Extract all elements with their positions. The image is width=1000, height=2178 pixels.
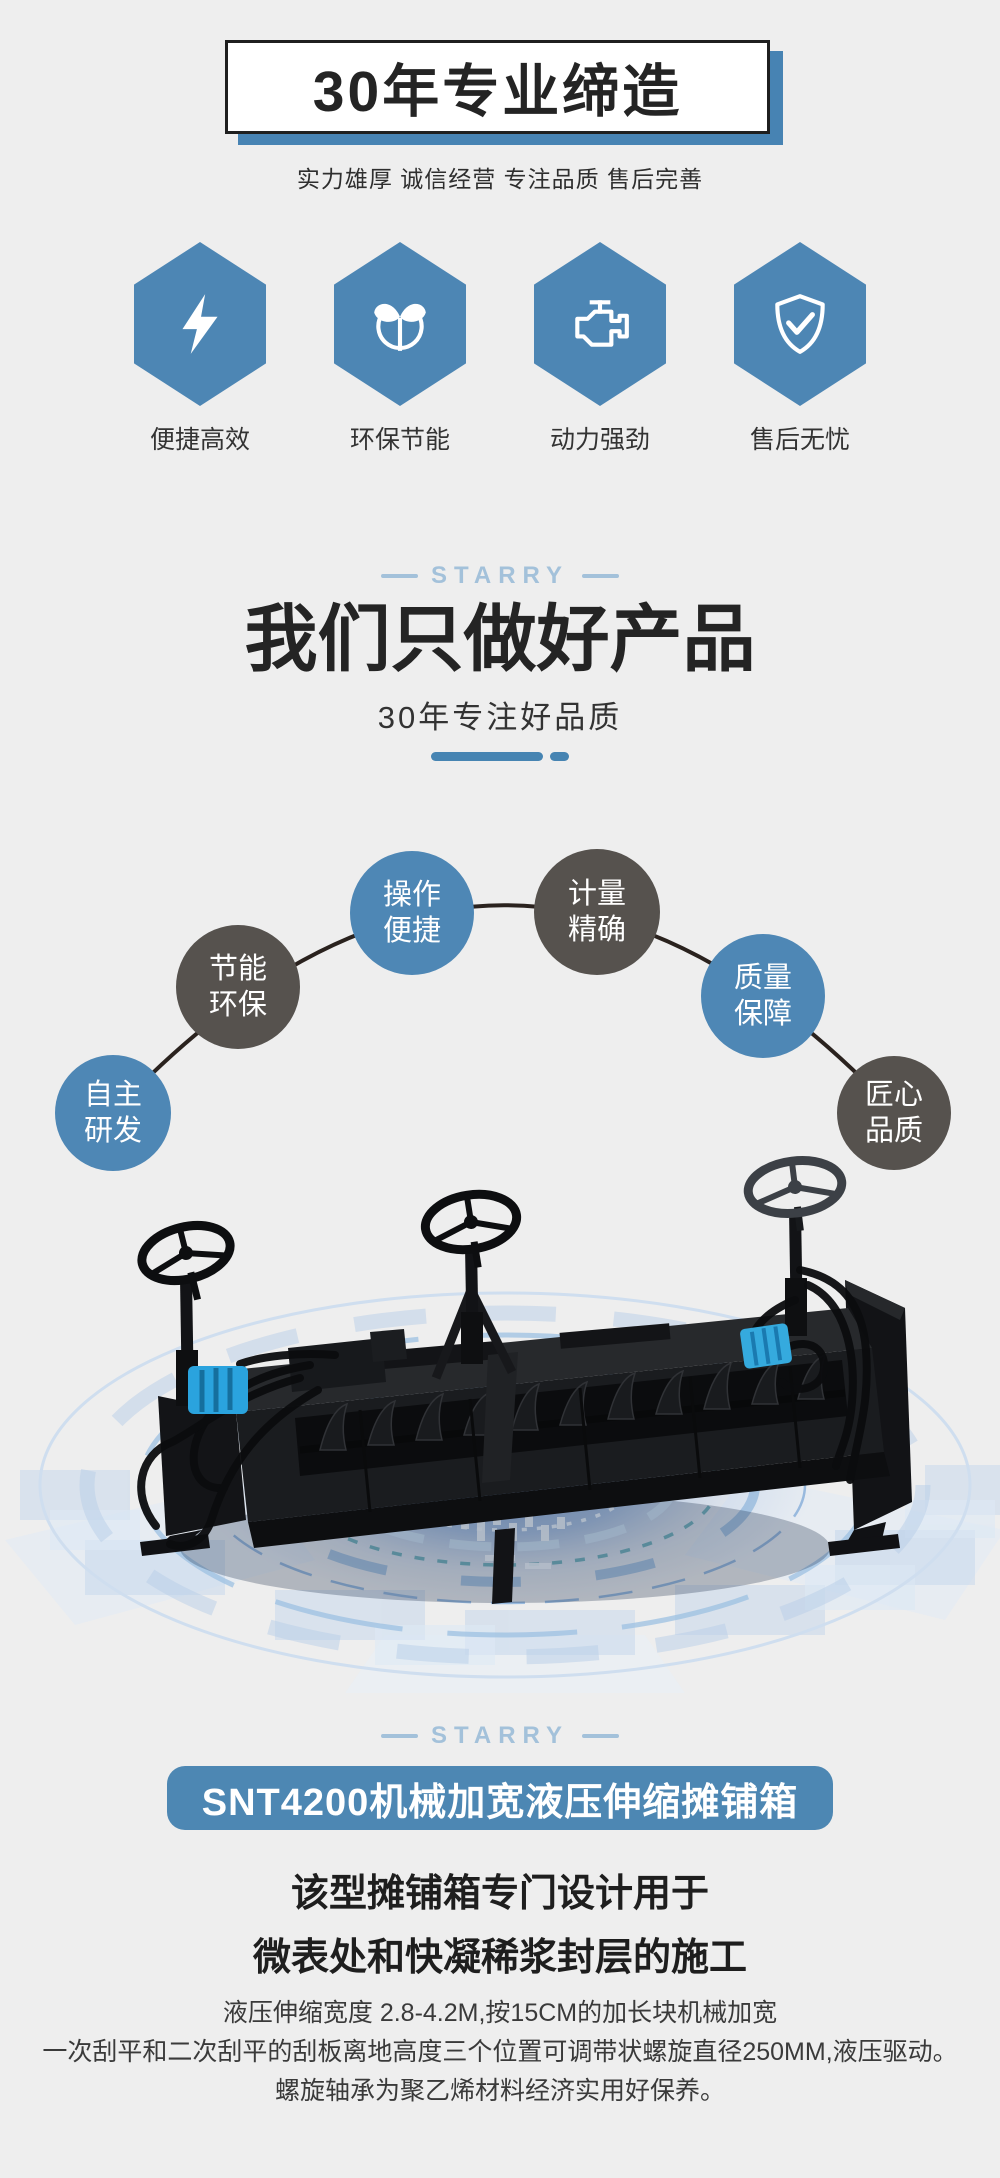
lightning-icon [182, 294, 218, 354]
badge-text: 品质 [864, 1115, 923, 1147]
header-tagline: 实力雄厚 诚信经营 专注品质 售后完善 [296, 166, 704, 192]
product-image [0, 1150, 1000, 1710]
hexagon-tile [534, 242, 666, 406]
sprout-icon [374, 303, 426, 351]
feature-row: 便捷高效 环保节能 [0, 242, 1000, 456]
divider-dash [381, 574, 418, 578]
badge-text: 自主 [83, 1079, 142, 1111]
shield-check-icon [775, 294, 825, 354]
section-title-regular: 我们只做 [244, 599, 537, 680]
brand-divider: STARRY [0, 562, 1000, 590]
section-title-emphasis: 好产品 [536, 599, 756, 680]
badge-craftsmanship: 匠心品质 [837, 1056, 951, 1170]
divider-bars [0, 752, 1000, 761]
brand-text: STARRY [431, 562, 569, 589]
feature-label: 便捷高效 [149, 426, 250, 454]
handwheel [137, 1221, 235, 1301]
paver-machine [137, 1156, 912, 1604]
feature-label: 动力强劲 [549, 426, 650, 454]
badge-independent-rd: 自主研发 [55, 1055, 171, 1171]
badge-text: 便捷 [382, 915, 441, 947]
badge-text: 操作 [382, 879, 441, 911]
model-banner: SNT4200机械加宽液压伸缩摊铺箱 [167, 1766, 833, 1830]
engine-icon [575, 300, 629, 347]
handwheel [743, 1156, 847, 1232]
product-heading: 该型摊铺箱专门设计用于 微表处和快凝稀浆封层的施工 [0, 1862, 1000, 1990]
badge-text: 计量 [567, 878, 626, 910]
product-heading-line: 该型摊铺箱专门设计用于 [290, 1873, 709, 1915]
badge-text: 精确 [567, 914, 626, 946]
selling-points-arc: 自主研发 节能环保 操作便捷 计量精确 质量保障 匠心品质 [0, 840, 1000, 1185]
section-title: 我们只做好产品 [0, 592, 1000, 688]
badge-text: 质量 [733, 962, 792, 994]
hexagon-tile [734, 242, 866, 406]
badge-text: 研发 [83, 1115, 142, 1147]
hexagon-tile [334, 242, 466, 406]
feature-label: 环保节能 [349, 426, 450, 454]
product-description: 液压伸缩宽度 2.8-4.2M,按15CM的加长块机械加宽 一次刮平和二次刮平的… [0, 1994, 1000, 2111]
banner-box: 30年专业缔造 [225, 40, 770, 134]
badge-text: 节能 [208, 953, 267, 985]
feature-item-eco: 环保节能 [300, 242, 500, 456]
feature-item-efficiency: 便捷高效 [100, 242, 300, 456]
divider-bar-long [431, 752, 543, 761]
section-subtitle: 30年专注好品质 [377, 700, 623, 735]
product-description-line: 一次刮平和二次刮平的刮板离地高度三个位置可调带状螺旋直径250MM,液压驱动。 [42, 2038, 958, 2066]
product-description-line: 螺旋轴承为聚乙烯材料经济实用好保养。 [274, 2077, 725, 2105]
handwheel [420, 1189, 522, 1268]
hexagon-tile [134, 242, 266, 406]
badge-text: 匠心 [864, 1079, 923, 1111]
hydraulic-motor [740, 1323, 792, 1369]
badge-text: 保障 [733, 998, 792, 1030]
divider-bar-short [550, 752, 569, 761]
badge-accurate-metering: 计量精确 [534, 849, 660, 975]
hydraulic-motor [188, 1366, 248, 1414]
product-heading-line: 微表处和快凝稀浆封层的施工 [252, 1937, 747, 1979]
brand-divider: STARRY [0, 1722, 1000, 1750]
badge-text: 环保 [208, 989, 267, 1021]
badge-quality-assurance: 质量保障 [701, 934, 825, 1058]
product-description-line: 液压伸缩宽度 2.8-4.2M,按15CM的加长块机械加宽 [222, 1999, 778, 2027]
divider-dash [582, 574, 619, 578]
divider-dash [582, 1734, 619, 1738]
page-title: 30年专业缔造 [312, 60, 683, 124]
brand-text: STARRY [431, 1722, 569, 1749]
badge-easy-operation: 操作便捷 [350, 851, 474, 975]
divider-dash [381, 1734, 418, 1738]
feature-item-power: 动力强劲 [500, 242, 700, 456]
badge-energy-saving: 节能环保 [176, 925, 300, 1049]
feature-label: 售后无忧 [749, 426, 850, 454]
feature-item-aftersales: 售后无忧 [700, 242, 900, 456]
header-banner: 30年专业缔造 [225, 40, 783, 145]
